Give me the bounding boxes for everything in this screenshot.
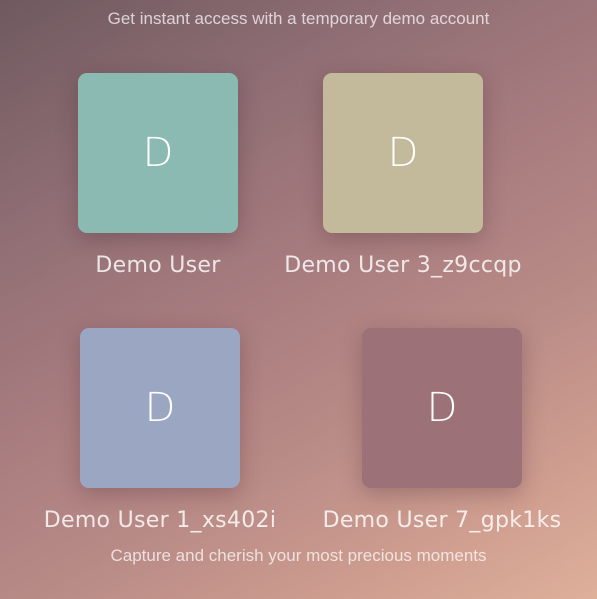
avatar-initial: D — [144, 385, 176, 431]
profile-name[interactable]: Demo User 1_xs402i — [43, 508, 277, 533]
profile-name[interactable]: Demo User 3_z9ccqp — [284, 253, 522, 278]
profile-avatar-tile[interactable]: D — [323, 73, 483, 233]
profile-avatar-tile[interactable]: D — [80, 328, 240, 488]
profile-avatar-tile[interactable]: D — [78, 73, 238, 233]
avatar-initial: D — [142, 130, 174, 176]
demo-access-hint: Get instant access with a temporary demo… — [107, 9, 490, 28]
avatar-initial: D — [387, 130, 419, 176]
profile-name[interactable]: Demo User 7_gpk1ks — [322, 508, 562, 533]
profile-avatar-tile[interactable]: D — [362, 328, 522, 488]
app-tagline: Capture and cherish your most precious m… — [110, 546, 487, 565]
avatar-initial: D — [426, 385, 458, 431]
profile-name[interactable]: Demo User — [95, 253, 221, 278]
